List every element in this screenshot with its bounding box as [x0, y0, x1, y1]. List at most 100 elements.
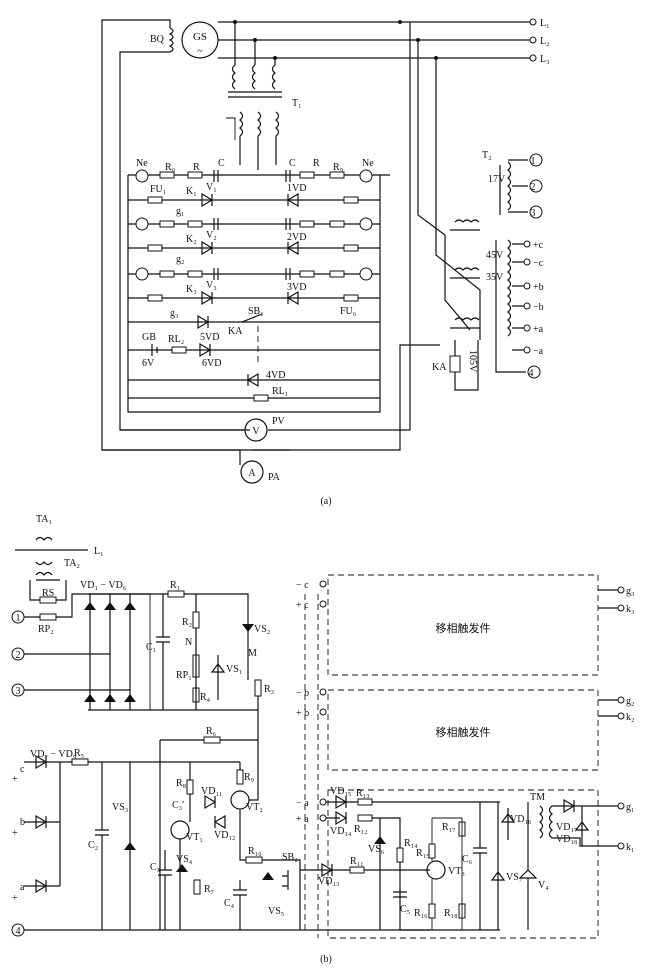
diode-vd12 [213, 814, 226, 830]
terminal-l3 [529, 54, 537, 62]
trigger-label-c: 移相触发件 [436, 621, 491, 635]
diode-vd15 [335, 794, 348, 810]
out-g1-label: g₁ [626, 802, 635, 813]
ka-contact-label: KA [228, 326, 243, 337]
ta2-coil [35, 571, 60, 581]
r7-label: R₇ [204, 884, 214, 895]
pv-symbol: V [252, 426, 260, 437]
diode-vd16 [500, 808, 516, 840]
t2-term-2: 2 [531, 182, 536, 193]
diagram-a: GS ~ BQ L₁ L₂ L₃ T₁ Ne R₀ R C [101, 18, 550, 507]
v45-label: 45V [486, 250, 504, 261]
n-label: N [185, 637, 192, 648]
vs4-label: VS₄ [176, 854, 193, 865]
r9-label: R₉ [333, 162, 344, 173]
caption-b: (b) [320, 954, 332, 965]
rl2-resistor [171, 346, 187, 354]
rectifier-row-2 [128, 217, 380, 256]
diode-vd17 [563, 798, 576, 814]
rp1-label: RP₁ [176, 670, 192, 681]
r17-label: R₁₇ [442, 822, 456, 833]
k1-label: K₁ [186, 186, 197, 197]
input-c-label: c [20, 764, 25, 775]
battery-gb [151, 344, 158, 356]
terminal-l1 [529, 18, 537, 26]
r8-resistor [186, 779, 194, 795]
rs-label: RS [42, 588, 54, 599]
vd18-label: VD₁₈ [556, 834, 578, 845]
c4-capacitor [233, 880, 247, 930]
voltmeter-pv [244, 418, 268, 442]
l1-label-b: L₁ [94, 546, 104, 557]
bq-coil [168, 27, 174, 53]
vs3-label: VS₃ [112, 802, 128, 813]
vs2-zener [242, 624, 254, 632]
diode-vd14 [335, 810, 348, 826]
c3-capacitor [158, 850, 172, 930]
input-mb-label: − b [296, 688, 309, 699]
rp2-pot [39, 613, 57, 621]
vs6-label: VS₆ [368, 844, 385, 855]
vd15-label: VD₁₅ [330, 786, 351, 797]
out-g3-label: g₃ [626, 586, 635, 597]
sb1-switch [241, 313, 263, 323]
svg-text:2: 2 [16, 650, 21, 661]
transistor-vt3 [426, 860, 446, 880]
r15-resistor [428, 843, 436, 859]
diode-4vd [246, 372, 259, 388]
r11-label: R₁₁ [350, 856, 364, 867]
rs-resistor [39, 596, 57, 604]
rl2-label: RL₂ [168, 334, 184, 345]
r6-label: R₆ [206, 726, 217, 737]
r8-label: R₈ [176, 778, 187, 789]
c6-capacitor [473, 802, 487, 930]
vd14-label: VD₁₄ [330, 826, 352, 837]
r18-label: R₁₈ [444, 908, 458, 919]
t2-out-pb: +b [533, 282, 544, 293]
c1-capacitor [156, 594, 170, 710]
c-label-right: C [289, 158, 296, 169]
rectifier-row-1 [128, 169, 380, 208]
r6-resistor [203, 736, 221, 744]
r12-resistor [357, 814, 373, 822]
caption-a: (a) [320, 496, 331, 507]
trigger-block-a [327, 789, 599, 939]
input-ma-label: − a [296, 798, 309, 809]
r9-resistor [236, 769, 244, 785]
v1-label: V₁ [206, 182, 217, 193]
pa-symbol: A [248, 468, 256, 479]
vs7-zener [490, 802, 506, 930]
rp2-label: RP₂ [38, 624, 54, 635]
vd2-label: 2VD [287, 232, 306, 243]
ne-left-label: Ne [136, 158, 148, 169]
input-pb-label: + b [296, 708, 309, 719]
r15-label: R₁₅ [416, 848, 430, 859]
diode-vd11 [204, 794, 217, 810]
c4-label: C₄ [224, 898, 235, 909]
r3-resistor [254, 679, 262, 697]
m-label: M [248, 648, 257, 659]
c5-capacitor [393, 891, 407, 898]
label-l1: L₁ [540, 18, 550, 29]
c2-capacitor [95, 762, 109, 930]
ta1-label: TA₁ [36, 514, 52, 525]
fu1-label: FU₁ [150, 184, 166, 195]
t2-out-pa: +a [533, 324, 544, 335]
k3-label: K₃ [186, 284, 197, 295]
r14-label: R₁₄ [404, 838, 418, 849]
input-pc-label: + c [296, 600, 309, 611]
vs4-zener [176, 864, 188, 872]
t2-out-ma: −a [533, 346, 544, 357]
r2-label: R₂ [182, 617, 192, 628]
vs5-label: VS₅ [268, 906, 284, 917]
input-b-label: b [20, 817, 25, 828]
vs3-zener [124, 842, 136, 850]
r13-resistor [357, 798, 373, 806]
r14-resistor [396, 847, 404, 863]
diode-5vd [197, 314, 210, 330]
g2-label: g₂ [176, 254, 185, 265]
bq-wire-inner [119, 51, 250, 431]
input-pa-label: + a [296, 814, 309, 825]
r-label-right: R [313, 158, 320, 169]
